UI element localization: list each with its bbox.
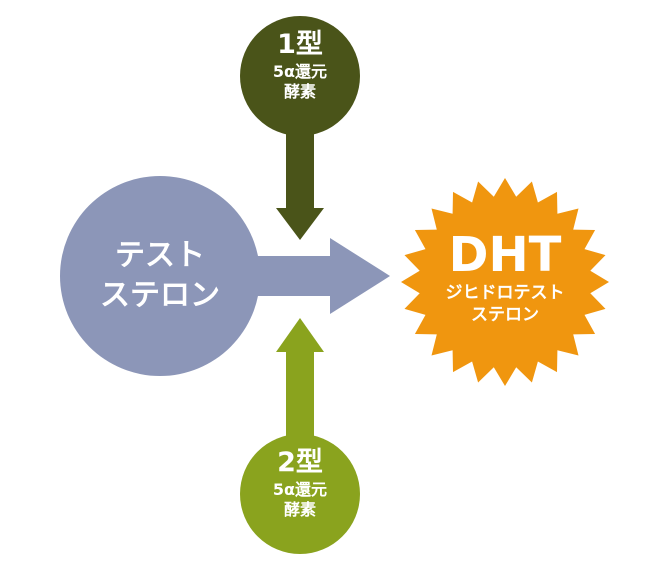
enzyme-type1-arrow-head — [276, 208, 324, 240]
dht-label: DHT ジヒドロテスト ステロン — [420, 228, 590, 326]
enzyme-type1-arrow-shaft — [286, 128, 314, 214]
dht-line-2: ステロン — [471, 305, 539, 325]
enzyme-type1-label: 1型 5α還元 酵素 — [240, 28, 360, 102]
testosterone-line-2: ステロン — [100, 278, 220, 313]
enzyme-type1-title: 1型 — [277, 29, 323, 60]
testosterone-label: テスト ステロン — [60, 236, 260, 316]
enzyme-type2-line-1: 5α還元 — [272, 480, 328, 499]
dht-starburst — [401, 178, 609, 386]
enzyme-type1-circle — [240, 16, 360, 136]
enzyme-type1-line-1: 5α還元 — [272, 62, 328, 81]
main-arrow-head — [330, 238, 390, 314]
enzyme-type2-arrow-shaft — [286, 346, 314, 450]
dht-line-1: ジヒドロテスト — [445, 283, 565, 303]
testosterone-circle — [60, 176, 260, 376]
enzyme-type2-circle — [240, 434, 360, 554]
testosterone-line-1: テスト — [115, 238, 205, 273]
enzyme-type2-arrow-head — [276, 318, 324, 352]
dht-title: DHT — [448, 227, 562, 283]
enzyme-type2-label: 2型 5α還元 酵素 — [240, 446, 360, 520]
enzyme-type1-line-2: 酵素 — [283, 82, 316, 101]
enzyme-type2-line-2: 酵素 — [283, 500, 316, 519]
enzyme-type2-title: 2型 — [277, 447, 323, 478]
